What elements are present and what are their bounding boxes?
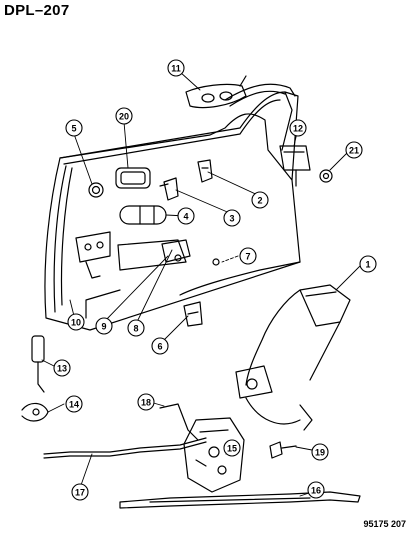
svg-text:20: 20: [119, 112, 129, 122]
bolt: [269, 441, 297, 459]
callout-20: 20: [115, 107, 133, 125]
svg-text:8: 8: [133, 324, 138, 334]
svg-text:18: 18: [141, 398, 151, 408]
window-channel: [224, 83, 296, 107]
svg-text:9: 9: [101, 322, 106, 332]
callout-12: 12: [289, 119, 307, 137]
callout-5: 5: [65, 119, 83, 137]
callout-8: 8: [127, 319, 145, 337]
grommet: [88, 182, 104, 198]
svg-text:19: 19: [315, 448, 325, 458]
callout-14: 14: [65, 395, 83, 413]
callout-9: 9: [95, 317, 113, 335]
window-regulator: [235, 284, 351, 431]
trim-clip: [183, 301, 203, 327]
svg-text:2: 2: [257, 196, 262, 206]
diagram-code: 95175 207: [363, 519, 406, 529]
door-latch: [183, 417, 245, 493]
svg-text:5: 5: [71, 124, 76, 134]
svg-text:1: 1: [365, 260, 370, 270]
callout-7: 7: [239, 247, 257, 265]
callout-21: 21: [345, 141, 363, 159]
link-rod: [159, 403, 199, 441]
svg-text:14: 14: [69, 400, 79, 410]
callout-6: 6: [151, 337, 169, 355]
rod-clip: [31, 335, 45, 393]
svg-text:10: 10: [71, 318, 81, 328]
svg-text:6: 6: [157, 342, 162, 352]
callout-1: 1: [359, 255, 377, 273]
retainer-clip: [197, 159, 213, 183]
screw: [212, 258, 220, 266]
svg-text:16: 16: [311, 486, 321, 496]
callout-2: 2: [251, 191, 269, 209]
rod-retainer: [21, 402, 49, 422]
bracket: [279, 145, 311, 187]
lower-rod: [119, 491, 361, 509]
svg-text:3: 3: [229, 214, 234, 224]
callout-17: 17: [71, 483, 89, 501]
callout-11: 11: [167, 59, 185, 77]
svg-text:17: 17: [75, 488, 85, 498]
door-pocket: [115, 167, 151, 189]
push-clip: [159, 177, 179, 201]
diagram-title: DPL–207: [4, 2, 70, 19]
switch-bezel: [161, 239, 191, 263]
svg-text:12: 12: [293, 124, 303, 134]
callout-10: 10: [67, 313, 85, 331]
callout-18: 18: [137, 393, 155, 411]
svg-text:15: 15: [227, 444, 237, 454]
svg-text:21: 21: [349, 146, 359, 156]
svg-text:11: 11: [171, 64, 181, 74]
leader-lines: [41, 71, 361, 497]
callout-15: 15: [223, 439, 241, 457]
svg-text:4: 4: [183, 212, 188, 222]
callout-13: 13: [53, 359, 71, 377]
door-inner-panel: [44, 91, 301, 331]
control-rod: [43, 437, 207, 459]
callout-3: 3: [223, 209, 241, 227]
svg-text:13: 13: [57, 364, 67, 374]
inside-handle-bezel: [185, 75, 247, 109]
nut: [319, 169, 333, 183]
callout-4: 4: [177, 207, 195, 225]
armrest-area: [75, 231, 187, 279]
svg-text:7: 7: [245, 252, 250, 262]
callout-19: 19: [311, 443, 329, 461]
plug-cover: [119, 205, 167, 225]
callout-16: 16: [307, 481, 325, 499]
